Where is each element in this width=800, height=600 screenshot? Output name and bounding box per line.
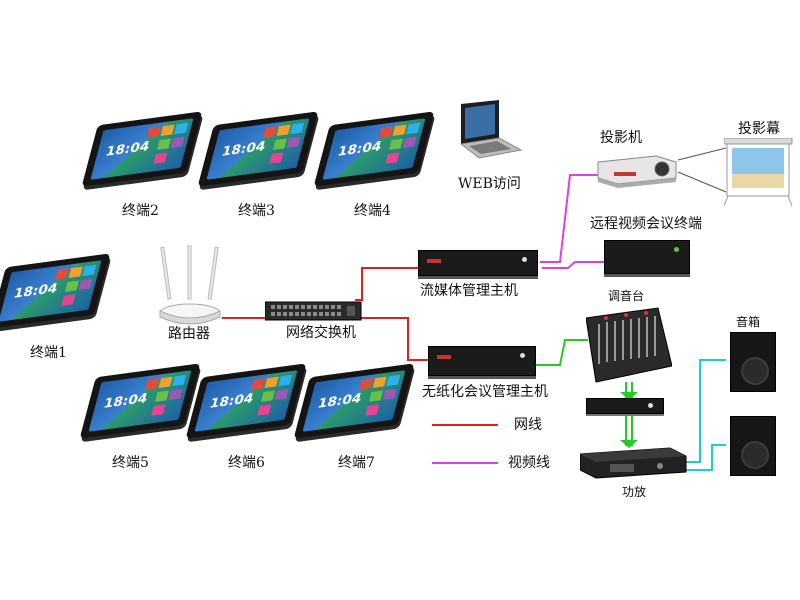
- terminal-4-tablet-icon: 18:04: [313, 111, 435, 188]
- terminal-6-tablet-icon: 18:04: [185, 363, 307, 440]
- streaming-host-label: 流媒体管理主机: [420, 283, 518, 299]
- mixer-label: 调音台: [608, 289, 645, 303]
- terminal-2-tablet-icon: 18:04: [81, 111, 203, 188]
- laptop-icon: [459, 100, 523, 159]
- terminal-3-tablet-icon: 18:04: [197, 111, 319, 188]
- paperless-mixer-audio: [535, 339, 588, 366]
- projector-screen-line-top: [677, 147, 727, 161]
- amplifier-label: 功放: [622, 485, 647, 499]
- legend-video-label: 视频线: [508, 455, 550, 471]
- web-access-label: WEB访问: [458, 176, 521, 192]
- legend-network-label: 网线: [514, 417, 542, 433]
- speaker-bottom-icon: [730, 416, 776, 476]
- terminal-5-label: 终端5: [112, 455, 149, 471]
- terminal-7-label: 终端7: [338, 455, 375, 471]
- amplifier-icon: [580, 447, 687, 479]
- terminal-2-label: 终端2: [122, 203, 159, 219]
- projector-label: 投影机: [600, 130, 642, 146]
- video-conference-label: 远程视频会议终端: [590, 216, 702, 232]
- switch-label: 网络交换机: [286, 325, 356, 341]
- projection-screen-icon: [724, 138, 793, 206]
- terminal-4-label: 终端4: [354, 203, 391, 219]
- speakers-label: 音箱: [736, 315, 761, 329]
- terminal-3-label: 终端3: [238, 203, 275, 219]
- projector-screen-line-bottom: [677, 171, 727, 193]
- amp-speaker-bottom: [686, 444, 726, 471]
- router-icon: [159, 245, 221, 325]
- switch-streaming-link: [355, 267, 418, 301]
- paperless-host-label: 无纸化会议管理主机: [422, 384, 548, 400]
- speaker-top-icon: [730, 332, 776, 392]
- terminal-7-tablet-icon: 18:04: [293, 363, 415, 440]
- terminal-6-label: 终端6: [228, 455, 265, 471]
- streaming-host-icon: [418, 250, 538, 276]
- video-conference-terminal-icon: [604, 240, 690, 274]
- terminal-5-tablet-icon: 18:04: [79, 363, 201, 440]
- router-label: 路由器: [168, 326, 210, 342]
- projector-icon: [597, 155, 677, 188]
- conference-streaming-video: [542, 261, 604, 269]
- terminal-1-label: 终端1: [30, 345, 67, 361]
- paperless-host-icon: [428, 346, 536, 376]
- amp-speaker-top: [686, 359, 726, 463]
- terminal-1-tablet-icon: 18:04: [0, 253, 111, 330]
- mixer-icon: [586, 307, 672, 383]
- switch-paperless-link: [360, 317, 428, 361]
- network-switch-icon: [265, 301, 362, 321]
- streaming-projector-video: [540, 174, 598, 263]
- projection-screen-label: 投影幕: [738, 121, 780, 137]
- audio-processor-icon: [586, 398, 664, 414]
